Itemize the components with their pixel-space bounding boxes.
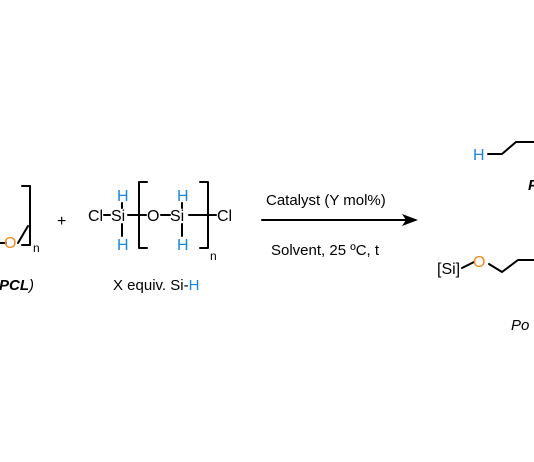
siloxane-h-bottom-left: H (117, 237, 129, 254)
siloxane-repeat-subscript: n (210, 249, 217, 263)
product-top-hydrogen: H (473, 147, 485, 164)
siloxane-structure: Cl Si H H O Si H H n Cl (88, 181, 232, 263)
product-bottom-structure: [Si] O Po (437, 254, 534, 334)
pcl-structure: O n (0, 185, 40, 255)
pcl-oxygen-atom: O (4, 235, 16, 252)
product-bottom-label-fragment: Po (511, 317, 529, 334)
pcl-right-bracket (21, 185, 31, 246)
siloxane-caption-h: H (189, 277, 200, 294)
siloxane-h-top-left: H (117, 188, 129, 205)
product-bottom-bond-si-o (461, 261, 475, 269)
pcl-label-text: PCL (0, 277, 29, 294)
reaction-arrow-head (402, 214, 418, 226)
product-top-label-fragment: P (528, 177, 534, 194)
siloxane-si-left: Si (111, 208, 125, 225)
siloxane-oxygen-atom: O (147, 208, 159, 225)
siloxane-h-bottom-right: H (177, 237, 189, 254)
product-bottom-chain (488, 259, 534, 273)
pcl-label-close: ) (27, 277, 34, 294)
pcl-bond-to-bracket (17, 225, 29, 244)
siloxane-h-top-right: H (177, 188, 189, 205)
siloxane-si-right: Si (170, 208, 184, 225)
product-bottom-oxygen: O (473, 254, 485, 271)
siloxane-cl-left: Cl (88, 208, 103, 225)
plus-sign: + (57, 213, 66, 230)
siloxane-caption-prefix: X equiv. Si- (113, 277, 189, 294)
conditions-above-arrow: Catalyst (Y mol%) (266, 192, 386, 209)
conditions-below-arrow: Solvent, 25 ºC, t (271, 242, 380, 259)
siloxane-caption: X equiv. Si-H (113, 277, 199, 294)
siloxane-cl-right: Cl (217, 208, 232, 225)
product-bottom-silicon: [Si] (437, 261, 460, 278)
product-top-structure: H P (473, 141, 534, 194)
product-top-chain (487, 141, 534, 155)
pcl-repeat-subscript: n (33, 241, 40, 255)
pcl-label: PCL) (0, 277, 34, 294)
